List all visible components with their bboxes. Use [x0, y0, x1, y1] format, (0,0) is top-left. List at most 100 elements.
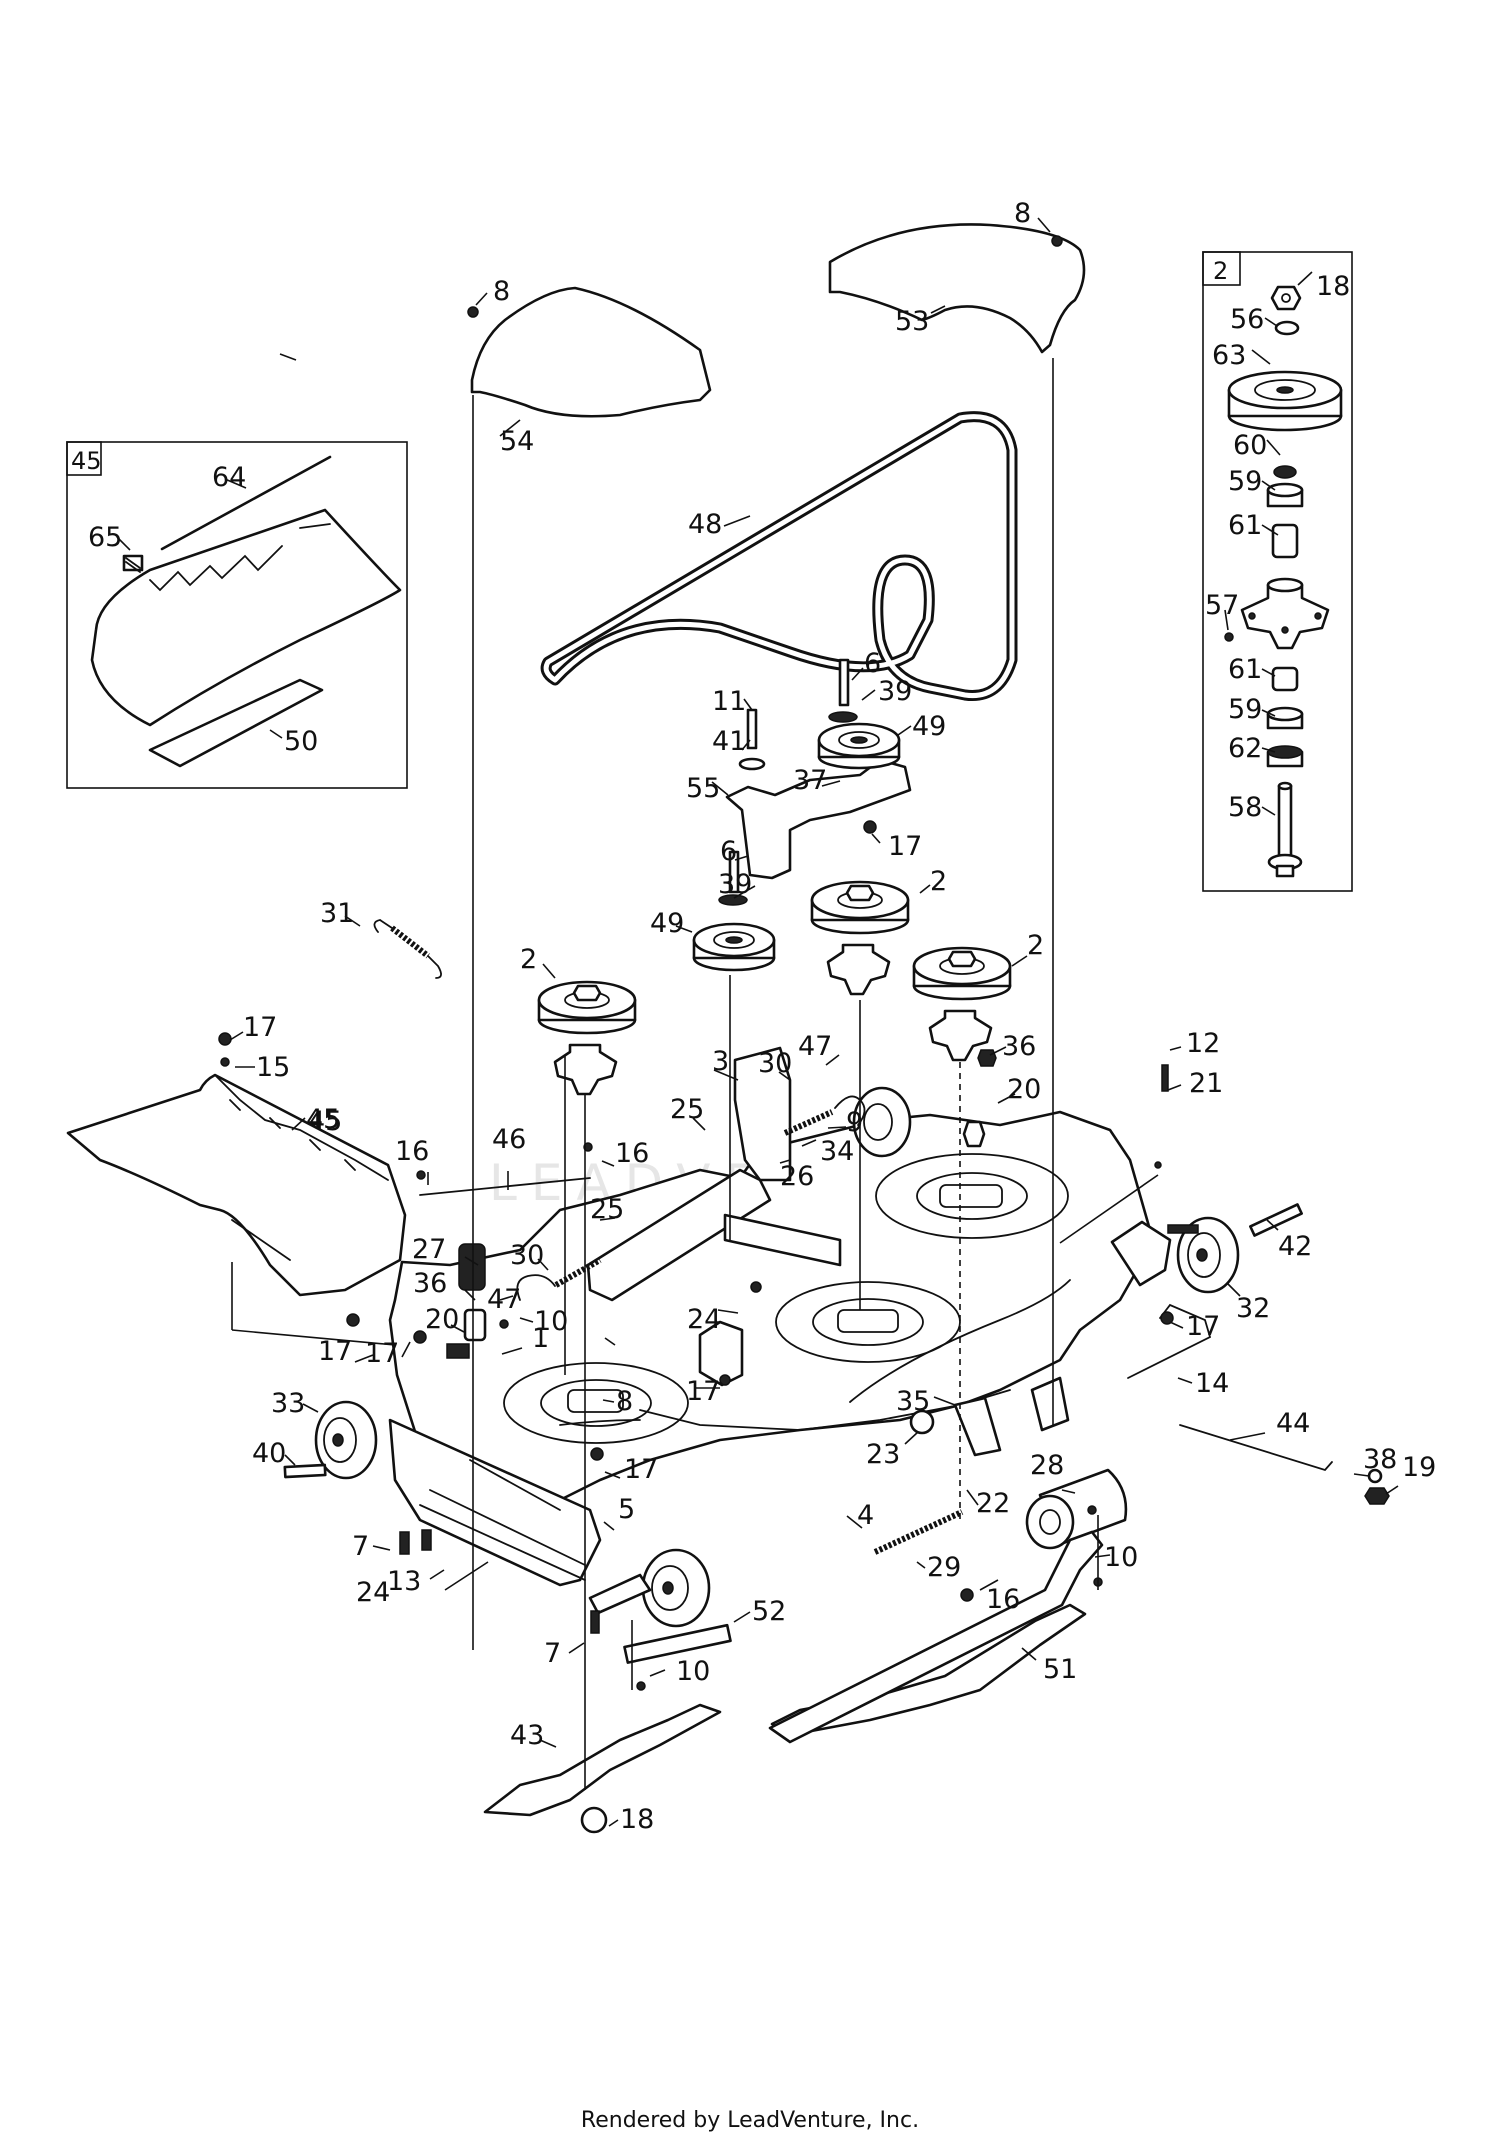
deck-baffle-2 [429, 1489, 586, 1566]
callout: 10 [534, 1306, 568, 1337]
callout: 4 [857, 1500, 874, 1531]
spindle-bearing-upper [1266, 482, 1304, 508]
spindle-seal [1273, 465, 1297, 479]
callout: 62 [1228, 733, 1262, 764]
spindle-pulley [1227, 370, 1343, 432]
idler-bracket [725, 758, 912, 880]
callout: 21 [1189, 1068, 1223, 1099]
callout: 16 [395, 1136, 429, 1167]
callout: 45 [308, 1106, 342, 1137]
pivot-bracket [953, 1396, 1002, 1457]
bagger-bracket [148, 678, 324, 768]
callout: 29 [927, 1552, 961, 1583]
rear-wheel-center [852, 1086, 912, 1158]
callout: 53 [895, 306, 929, 337]
idler-bolt-lower [728, 850, 740, 894]
callout: 5 [618, 1494, 635, 1525]
callout: 30 [510, 1240, 544, 1271]
callout: 7 [544, 1638, 561, 1669]
callout: 37 [793, 765, 827, 796]
spindle-right [912, 946, 1012, 1062]
bagger-chute-ribs [149, 523, 331, 592]
idler-spring-lower [554, 1257, 602, 1288]
callout: 7 [352, 1531, 369, 1562]
spindle-bearing-bottom [1266, 745, 1304, 768]
grease-fitting [1224, 632, 1234, 642]
cover-screw-right [1051, 235, 1063, 247]
bagger-inset-tag-box [66, 441, 102, 476]
callout: 23 [866, 1439, 900, 1470]
blade-well-right [875, 1153, 1069, 1239]
callout: 8 [493, 276, 510, 307]
deck-curve [849, 1279, 1071, 1403]
callout: 17 [318, 1336, 352, 1367]
callouts: 8 8 53 54 48 2 18 56 63 60 59 61 57 61 5… [88, 198, 1436, 1835]
blade-spacer-bar [623, 1623, 732, 1664]
left-pulley-cover [470, 286, 712, 418]
spindle-inset-tag: 2 [1213, 257, 1228, 285]
callout: 20 [1007, 1074, 1041, 1105]
callout: 16 [986, 1584, 1020, 1615]
callout: 24 [687, 1304, 721, 1335]
pivot-link [1030, 1376, 1070, 1432]
callout: 25 [670, 1094, 704, 1125]
callout: 41 [712, 726, 746, 757]
callout: 49 [912, 711, 946, 742]
spindle-inset-frame [1202, 251, 1353, 892]
callout: 46 [492, 1124, 526, 1155]
callout: 17 [888, 831, 922, 862]
callout: 17 [686, 1376, 720, 1407]
callout: 32 [1236, 1293, 1270, 1324]
right-pulley-cover [828, 223, 1086, 354]
callout: 16 [615, 1138, 649, 1169]
callout: 18 [1316, 271, 1350, 302]
callout: 39 [878, 676, 912, 707]
callout: 17 [1186, 1311, 1220, 1342]
spindle-spacer-upper [1271, 523, 1299, 559]
callout: 13 [387, 1566, 421, 1597]
hanger-bar-rear [723, 1213, 842, 1267]
callout: 38 [1363, 1444, 1397, 1475]
callout: 12 [1186, 1028, 1220, 1059]
callout: 8 [1014, 198, 1031, 229]
blade-nut [580, 1806, 608, 1834]
cover-screw-left [467, 306, 479, 318]
alignment-lines [231, 358, 1159, 1790]
callout: 54 [500, 426, 534, 457]
callout: 47 [798, 1031, 832, 1062]
callout: 47 [487, 1284, 521, 1315]
callout: 45 [306, 1104, 340, 1135]
callout: 36 [1002, 1031, 1036, 1062]
callout: 31 [320, 898, 354, 929]
tension-spring [373, 919, 442, 979]
callout: 27 [412, 1234, 446, 1265]
callout: 60 [1233, 430, 1267, 461]
callout: 36 [413, 1268, 447, 1299]
anti-scalp-wheel-front [641, 1548, 711, 1628]
deck-baffle-3 [419, 1504, 586, 1581]
callout: 6 [720, 836, 737, 867]
idler-washer-lower [718, 894, 748, 906]
callout: 2 [930, 866, 947, 897]
callout: 25 [590, 1194, 624, 1225]
spindle-spacer-lower [1271, 666, 1299, 692]
callout: 24 [356, 1577, 390, 1608]
support-bracket [698, 1320, 744, 1387]
idler-washer-upper [828, 711, 858, 723]
callout: 11 [712, 686, 746, 717]
deck-spring [873, 1509, 964, 1555]
wheel-bolt-right [1249, 1203, 1303, 1237]
callout: 28 [1030, 1450, 1064, 1481]
deck-lift-rod-front [1127, 1303, 1212, 1379]
callout: 14 [1195, 1368, 1229, 1399]
idler-pulley-upper [817, 722, 901, 770]
blade-well-center [775, 1281, 961, 1363]
spindle-left [537, 980, 637, 1096]
callout: 18 [620, 1804, 654, 1835]
spindle-housing [1240, 577, 1330, 650]
callout: 63 [1212, 340, 1246, 371]
bagger-spring [122, 554, 144, 573]
trim-bar [768, 1530, 1104, 1744]
footer-credit: Rendered by LeadVenture, Inc. [580, 2108, 920, 2133]
callout: 51 [1043, 1654, 1077, 1685]
